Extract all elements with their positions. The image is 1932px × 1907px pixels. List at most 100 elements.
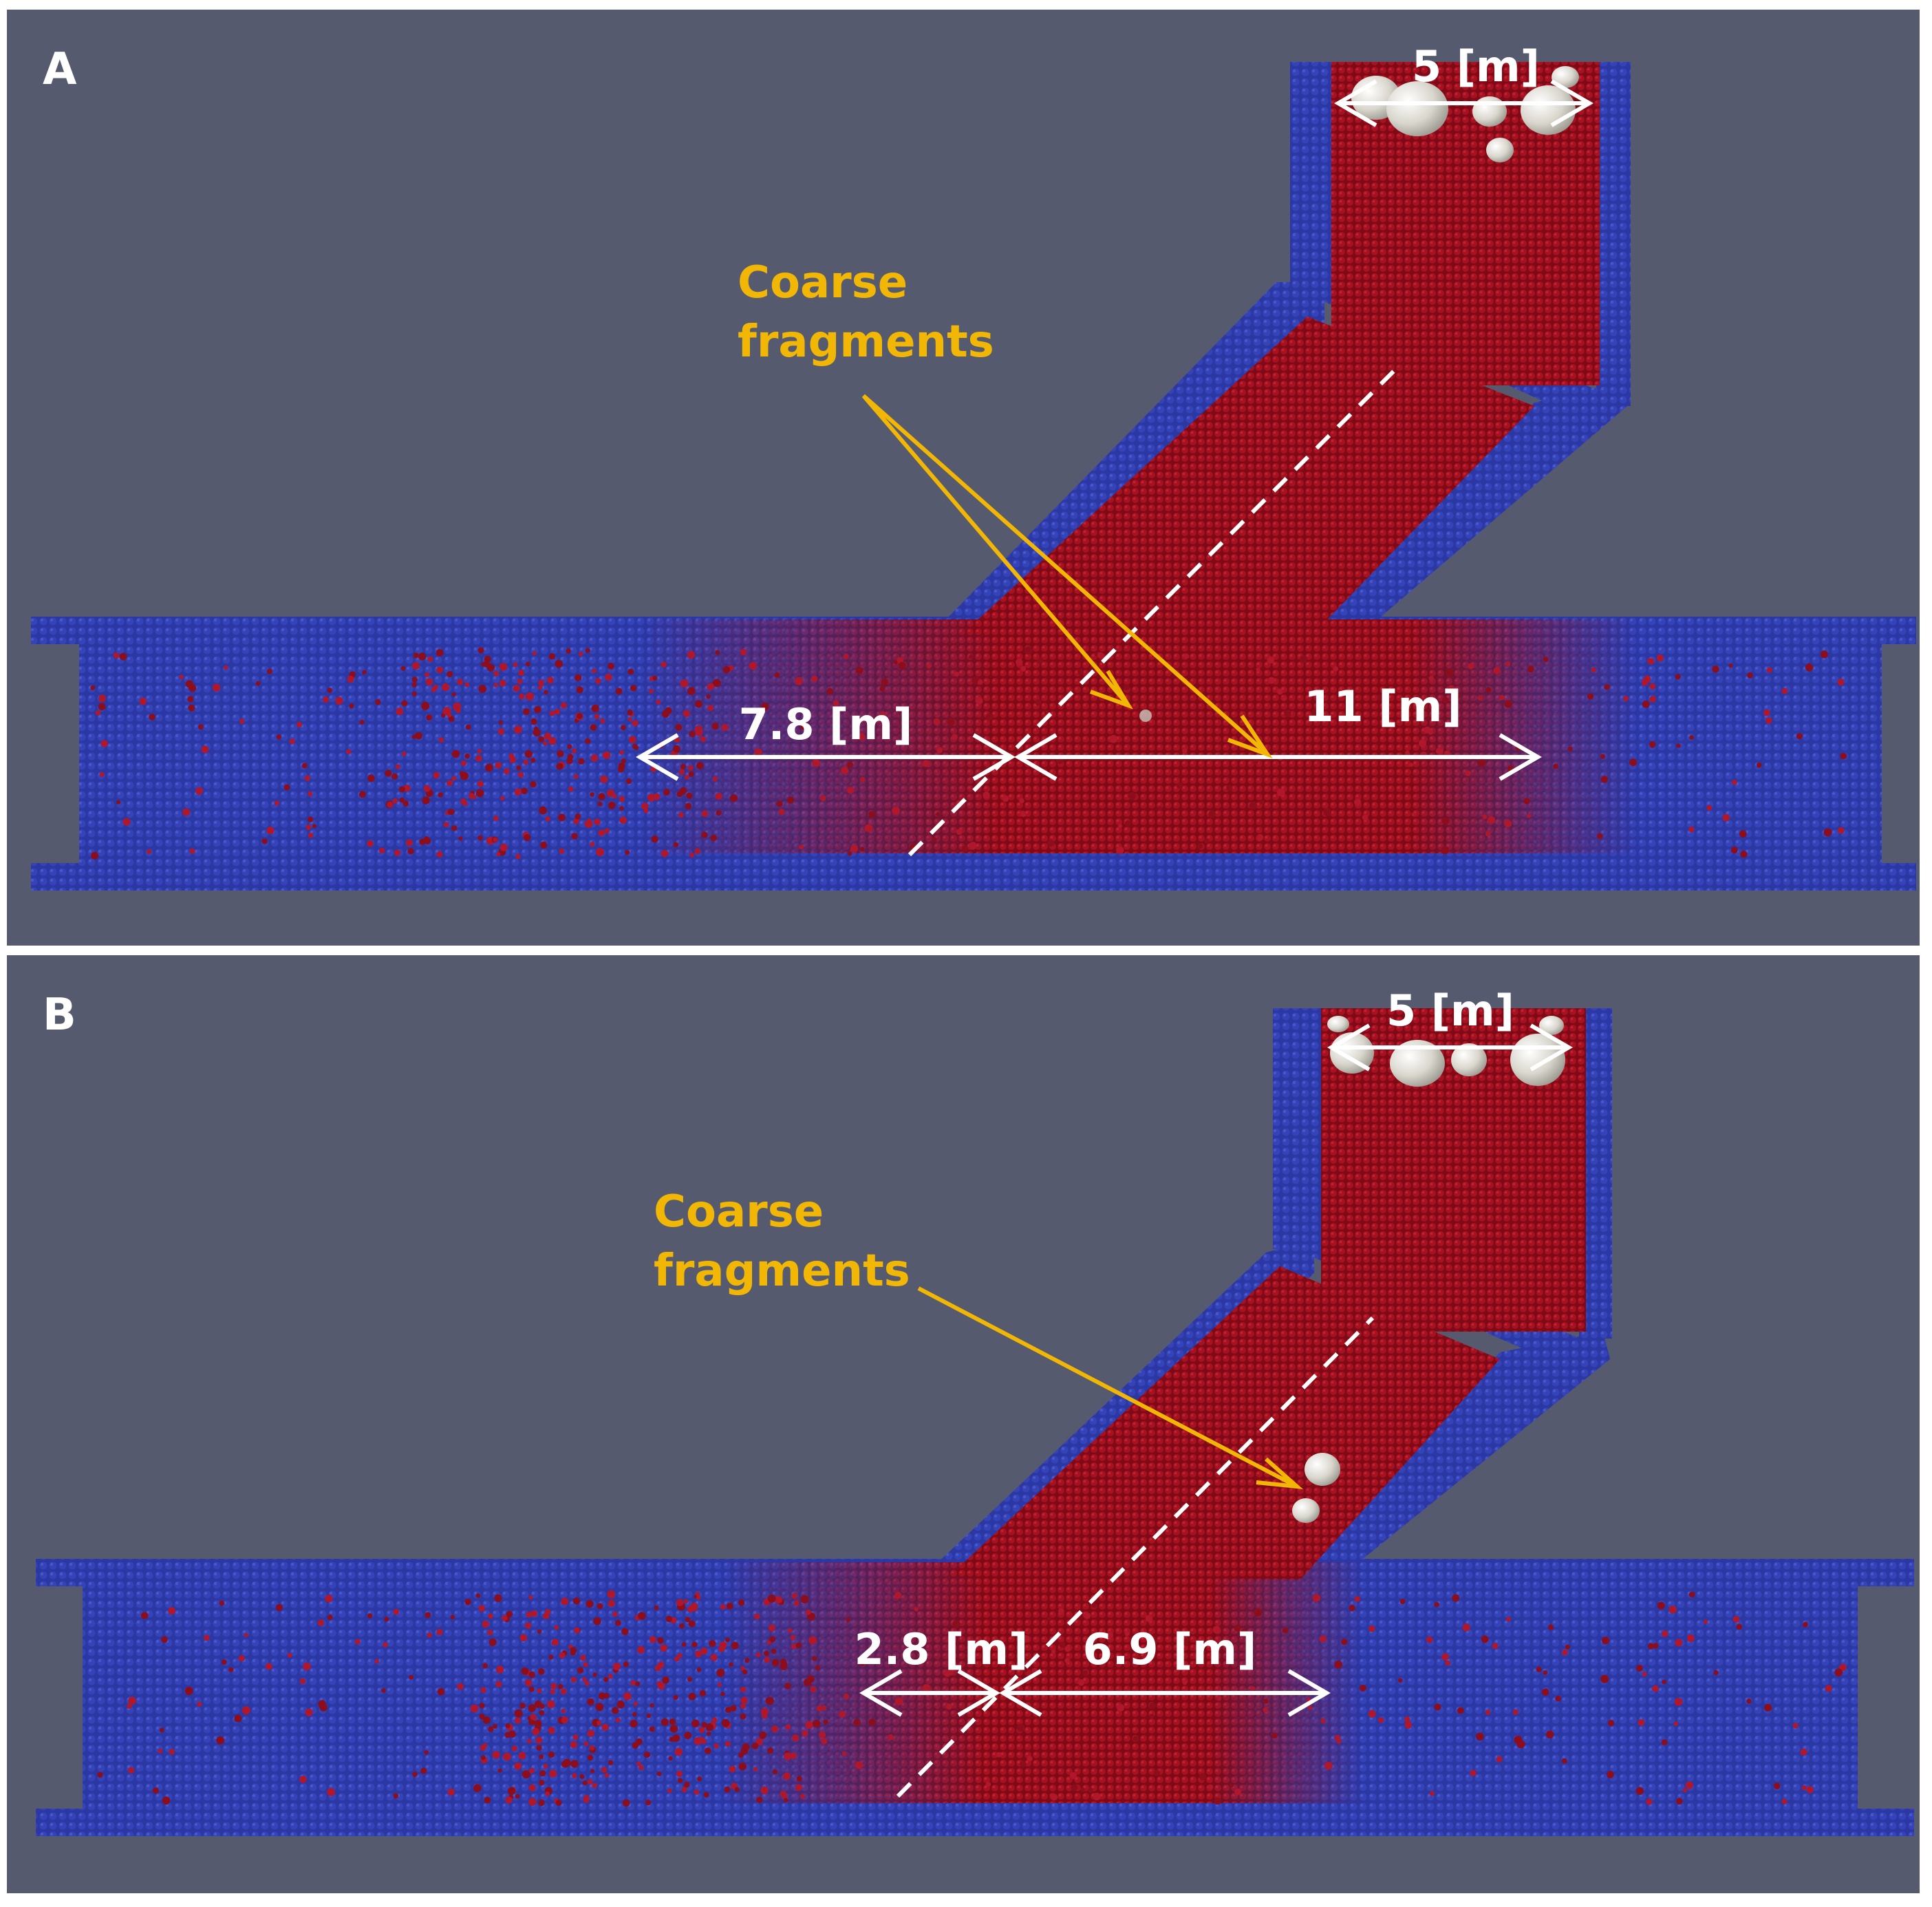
particle-icon [894, 1592, 902, 1599]
particle-icon [1059, 1641, 1066, 1648]
particle-icon [799, 1793, 805, 1799]
particle-icon [604, 828, 610, 833]
particle-icon [860, 777, 866, 782]
particle-icon [922, 1684, 931, 1692]
particle-icon [1676, 743, 1681, 748]
particle-icon [594, 818, 601, 825]
particle-icon [1487, 816, 1496, 824]
particle-icon [1252, 759, 1258, 765]
particle-icon [511, 1745, 517, 1751]
particle-icon [585, 648, 590, 653]
particle-icon [661, 850, 669, 857]
particle-icon [127, 1703, 132, 1709]
particle-icon [480, 662, 486, 667]
particle-icon [701, 810, 709, 817]
particle-icon [740, 1696, 748, 1704]
particle-icon [391, 773, 398, 780]
particle-icon [606, 789, 615, 798]
particle-icon [1604, 684, 1610, 690]
particle-icon [660, 1644, 667, 1652]
particle-icon [676, 791, 683, 798]
particle-icon [221, 1659, 227, 1665]
particle-icon [140, 1612, 149, 1619]
particle-icon [276, 734, 281, 740]
particle-icon [619, 806, 624, 811]
particle-icon [1118, 824, 1122, 829]
particle-icon [570, 1650, 576, 1656]
particle-icon [672, 745, 680, 753]
panel-b-upstream-label: 2.8 [m] [855, 1624, 1029, 1674]
particle-icon [787, 1628, 793, 1633]
particle-icon [455, 707, 461, 714]
particle-icon [623, 1661, 629, 1668]
arrow-head [1334, 79, 1593, 127]
particle-icon [1736, 1623, 1743, 1630]
particle-icon [649, 1726, 655, 1732]
particle-icon [619, 816, 627, 824]
particle-icon [771, 1648, 777, 1654]
particle-icon [477, 835, 483, 841]
panel-a-label: A [43, 44, 77, 95]
particle-icon [515, 1793, 520, 1799]
particle-icon [985, 1782, 991, 1787]
particle-icon [601, 1723, 609, 1731]
particle-icon [426, 714, 433, 721]
particle-icon [234, 1714, 242, 1723]
particle-icon [784, 1683, 791, 1690]
particle-icon [457, 679, 464, 685]
particle-icon [1027, 1756, 1033, 1762]
particle-icon [665, 1615, 672, 1623]
particle-icon [158, 1749, 163, 1754]
particle-icon [1212, 1626, 1221, 1634]
particle-icon [592, 1782, 598, 1789]
particle-icon [587, 1779, 593, 1785]
particle-icon [933, 718, 941, 725]
particle-icon [1781, 1798, 1788, 1804]
particle-icon [546, 1700, 555, 1709]
particle-icon [1152, 1639, 1158, 1645]
particle-icon [802, 1730, 808, 1737]
panel-a-top-width-label: 5 [m] [1412, 41, 1540, 92]
particle-icon [304, 775, 310, 782]
particle-icon [713, 1743, 719, 1749]
particle-icon [538, 679, 545, 686]
particle-icon [447, 671, 453, 678]
panel-b-centerline [896, 1316, 1375, 1798]
panel-b: 5 [m] 2.8 [m] 6.9 [m] Coarse fragments B [0, 950, 1932, 1907]
particle-icon [587, 1729, 594, 1738]
particle-icon [197, 1701, 202, 1707]
particle-icon [703, 1791, 709, 1798]
particle-icon [643, 808, 649, 813]
particle-icon [419, 838, 426, 845]
particle-icon [411, 682, 417, 688]
particle-icon [590, 754, 599, 762]
particle-icon [848, 851, 852, 856]
particle-icon [1064, 1658, 1070, 1663]
particle-icon [1447, 685, 1456, 694]
particle-icon [487, 1630, 493, 1636]
particle-icon [576, 686, 583, 694]
particle-icon [787, 796, 795, 804]
particle-icon [1840, 752, 1847, 760]
particle-icon [1653, 1643, 1659, 1649]
particle-icon [266, 668, 272, 674]
particle-icon [168, 1607, 176, 1615]
particle-icon [1158, 806, 1163, 811]
particle-icon [413, 652, 419, 659]
particle-icon [600, 775, 608, 783]
particle-icon [590, 1769, 595, 1773]
particle-icon [819, 1731, 826, 1738]
particle-icon [411, 661, 420, 670]
particle-icon [927, 663, 932, 669]
arrow-head [1089, 670, 1133, 710]
particle-icon [662, 1676, 669, 1684]
particle-icon [1746, 1698, 1752, 1704]
particle-icon [1470, 1769, 1477, 1776]
particle-icon [821, 1738, 828, 1745]
particle-icon [522, 1770, 530, 1779]
particle-icon [688, 1692, 696, 1701]
particle-icon [457, 1683, 464, 1690]
particle-icon [956, 829, 963, 835]
particle-icon [450, 1615, 455, 1619]
